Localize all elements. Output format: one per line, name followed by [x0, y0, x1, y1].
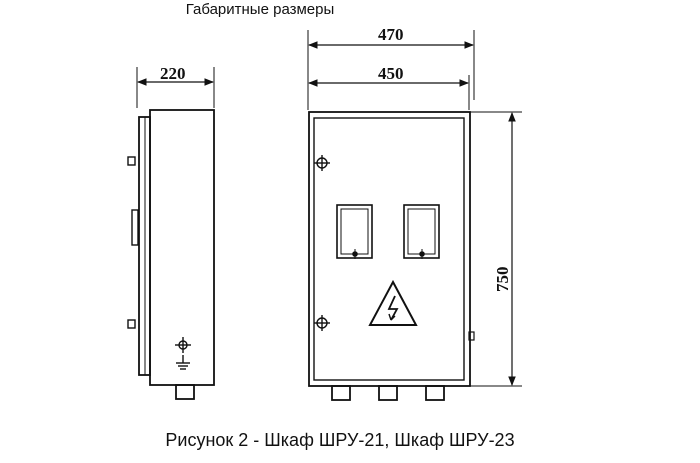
header-title: Габаритные размеры [185, 1, 335, 18]
front-body [308, 111, 471, 387]
outer-width-label: 470 [378, 25, 404, 44]
handle-icon [131, 209, 139, 246]
side-view [127, 67, 215, 400]
inner-width-label: 450 [378, 64, 404, 83]
meter-window [403, 204, 440, 259]
cable-gland [331, 385, 351, 401]
high-voltage-warning-icon [368, 279, 418, 326]
lock-icon [314, 315, 330, 331]
meter-window [336, 204, 373, 259]
front-door [313, 117, 465, 381]
figure-caption: Рисунок 2 - Шкаф ШРУ-21, Шкаф ШРУ-23 [165, 430, 515, 450]
lock-icon [314, 155, 330, 171]
height-label: 750 [493, 267, 512, 293]
hinge-icon [127, 319, 136, 329]
side-depth-label: 220 [160, 64, 186, 83]
front-view [307, 30, 522, 401]
ground-symbol-icon [175, 337, 191, 370]
cable-gland [175, 384, 195, 400]
hinge-icon [127, 156, 136, 166]
cable-gland [425, 385, 445, 401]
side-body [149, 109, 215, 386]
cable-gland [378, 385, 398, 401]
